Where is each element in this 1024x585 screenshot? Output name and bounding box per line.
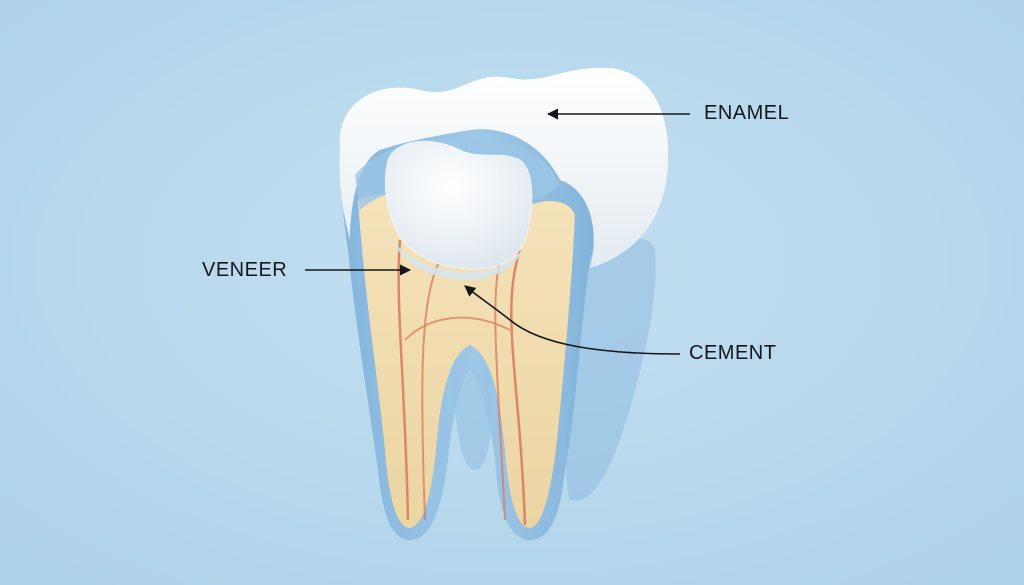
- root-canal-arch: [404, 316, 511, 341]
- cement-label: CEMENT: [689, 342, 777, 364]
- enamel-cap: [339, 67, 669, 269]
- cement-leader-line: [464, 285, 681, 355]
- root-canal-left: [397, 239, 410, 521]
- root-canal-right: [510, 249, 527, 526]
- veneer-block: [384, 140, 533, 270]
- back-root: [565, 238, 656, 501]
- veneer-label: VENEER: [202, 259, 288, 281]
- cement-layer: [392, 240, 525, 280]
- root-canal-left-inner: [421, 259, 441, 521]
- root-canal-right-inner: [494, 259, 506, 521]
- enamel-label: ENAMEL: [704, 102, 790, 124]
